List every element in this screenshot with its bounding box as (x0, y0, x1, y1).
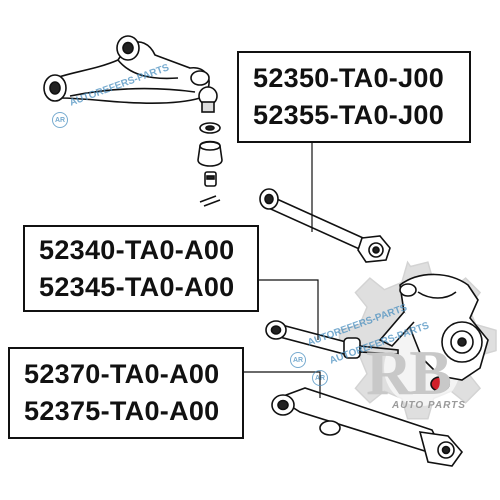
part-number: 52345-TA0-A00 (39, 271, 235, 302)
knuckle-hub (378, 273, 489, 392)
brand-tagline: AUTO PARTS (392, 400, 466, 411)
watermark-logo-icon: AR (52, 112, 68, 128)
part-number-box-upper: 52350-TA0-J00 52355-TA0-J00 (237, 51, 471, 143)
lower-control-arm (271, 387, 464, 467)
part-number: 52375-TA0-A00 (24, 396, 220, 426)
part-number: 52355-TA0-J00 (253, 100, 445, 130)
upper-control-arm (43, 35, 223, 207)
brand-logo: RB (366, 337, 452, 408)
part-number: 52340-TA0-A00 (39, 234, 235, 265)
part-number-box-middle: 52340-TA0-A00 52345-TA0-A00 (23, 225, 259, 312)
watermark-logo-icon: AR (290, 352, 306, 368)
part-number: 52350-TA0-J00 (253, 63, 445, 93)
part-number: 52370-TA0-A00 (24, 359, 220, 389)
watermark-logo-icon: AR (312, 370, 328, 386)
part-number-box-lower: 52370-TA0-A00 52375-TA0-A00 (8, 347, 244, 439)
middle-link (265, 320, 399, 359)
upper-lateral-link (259, 188, 391, 263)
